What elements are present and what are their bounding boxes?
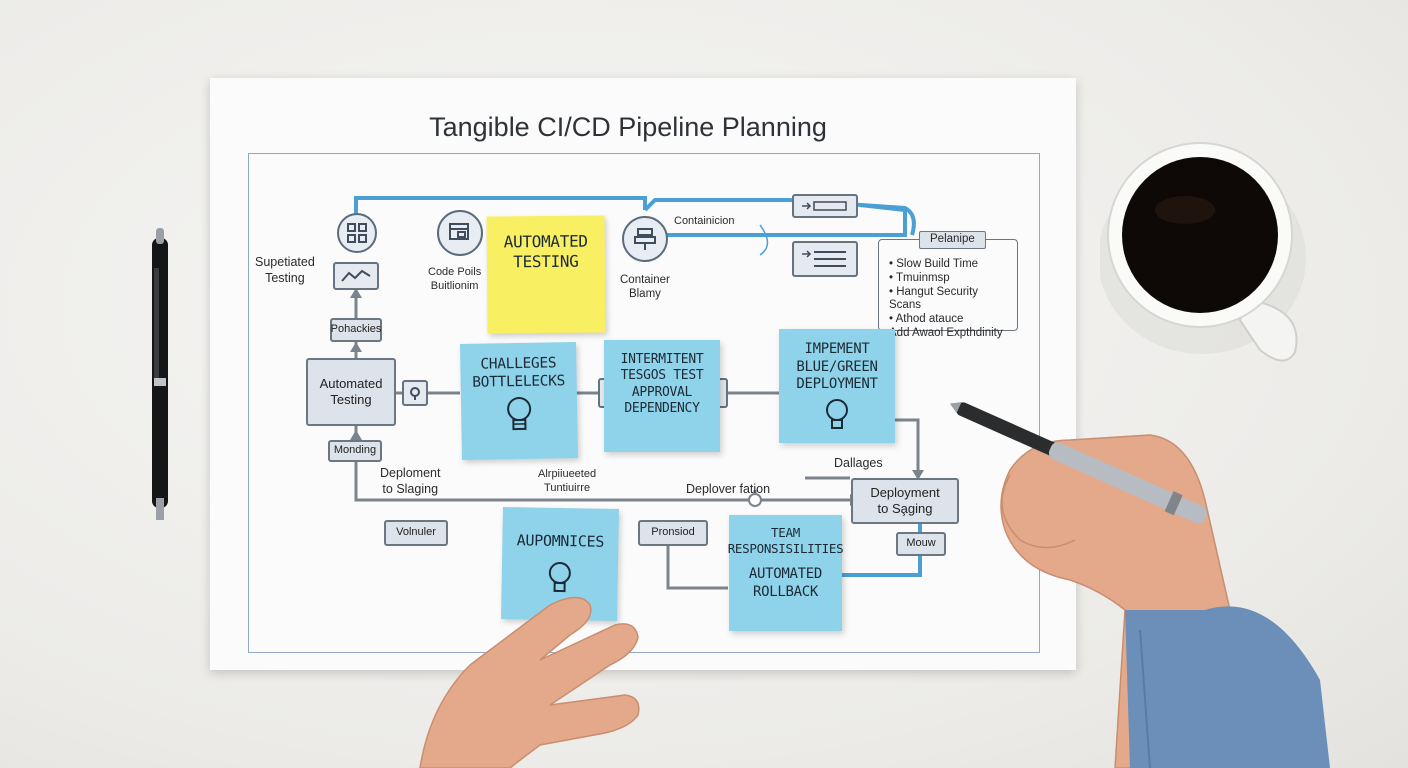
list-icon-bottom [792, 241, 858, 277]
sticky-intermittent: Intermitent Tesgos Test Approval Depende… [604, 340, 720, 452]
legend-item: Athod atauce [889, 313, 1011, 327]
chart-icon [333, 262, 379, 290]
legend-item: Tmuinmsp [889, 272, 1011, 286]
build-icon [437, 210, 483, 256]
lightbulb-icon [826, 398, 848, 429]
label-supervised-testing: Supetiated Testing [255, 255, 315, 285]
label-containerization: Containicion [674, 215, 735, 227]
lightbulb-icon [507, 397, 532, 431]
sticky-automated-testing: Automated Testing [486, 215, 606, 334]
deployment-staging-box: Deployment to Sa̧ging [851, 478, 959, 524]
container-icon [622, 216, 668, 262]
label-code-build: Code Poils Buitlionim [428, 266, 482, 292]
label-deployer-station: Deplover fation [686, 482, 771, 496]
toggle-icon-left [402, 380, 428, 406]
sticky-team: Team Responsisilities Automated Rollback [728, 515, 844, 631]
legend-item: Hangut Security Scans [889, 286, 1011, 314]
automated-testing-box: Automated Testing [306, 358, 396, 426]
monding-box: Monding [328, 440, 382, 462]
label-container-run: Container Blamy [620, 274, 670, 301]
sticky-appomnices: Aupomnices [501, 506, 619, 622]
left-hand [419, 596, 640, 768]
pen-left [152, 228, 168, 520]
sticky-implement: Impement Blue/Green Deployment [779, 329, 895, 443]
label-dallages: Dallages [834, 456, 883, 470]
pronsiod-box: Pronsiod [638, 520, 708, 546]
volnuler-box: Volnuler [384, 520, 448, 546]
diagram-frame [248, 153, 1040, 653]
right-hand-with-pen [950, 402, 1330, 768]
list-icon-top [792, 194, 858, 218]
legend-item: Add Awaol Expthdinity [889, 326, 1003, 339]
lightbulb-icon [548, 561, 571, 592]
issues-legend: Pelanipe Slow Build Time Tmuinmsp Hangut… [878, 231, 1018, 339]
mouw-box: Mouw [896, 532, 946, 556]
pohackies-box: Pohackies [330, 318, 382, 342]
label-deployment-staging-left: Deploment to Slaging [380, 466, 441, 496]
legend-header: Pelanipe [919, 231, 986, 249]
legend-item: Slow Build Time [889, 258, 1011, 272]
page-title: Tangible CI/CD Pipeline Planning [429, 112, 827, 142]
sticky-challenges: Challeges Bottlelecks [459, 341, 579, 461]
coffee-cup [1100, 142, 1306, 362]
grid-icon [337, 213, 377, 253]
label-automated-tuning: Alrpiiueeted Tuntiuirre [538, 468, 597, 494]
